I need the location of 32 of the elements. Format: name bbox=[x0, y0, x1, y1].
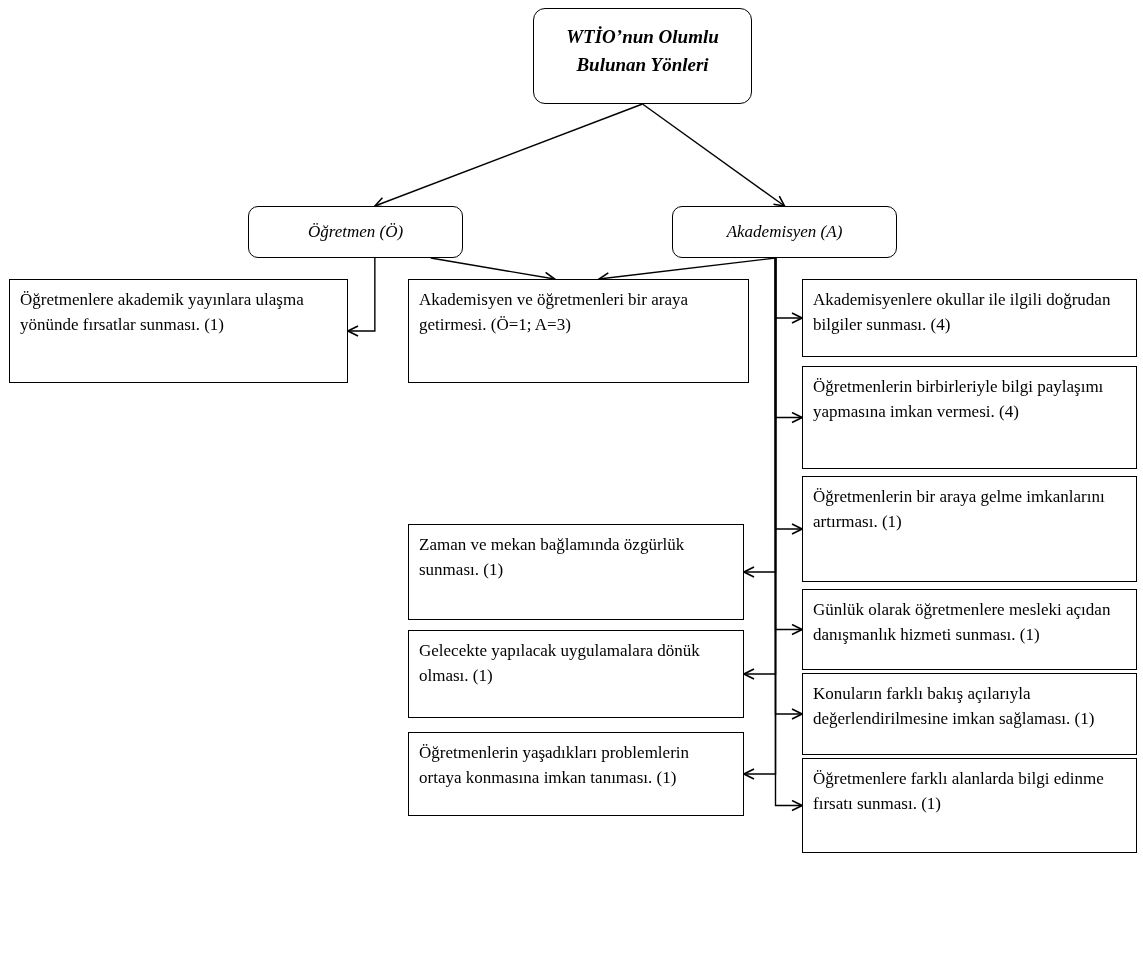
category-box bbox=[672, 206, 897, 258]
text-box bbox=[802, 279, 1137, 357]
text-box bbox=[408, 279, 749, 383]
arrow bbox=[347, 257, 376, 337]
text-box bbox=[408, 732, 744, 816]
node-text: Öğretmenlere farklı alanlarda bilgi edinme fırsatı sunması. (1) bbox=[813, 768, 1105, 815]
text-box bbox=[802, 589, 1137, 670]
node-text: Konuların farklı bakış açılarıyla değerlendirilmesine imkan sağlaması. (1) bbox=[813, 683, 1096, 730]
node-text: Öğretmenlere akademik yayınlara ulaşma yönünde fırsatlar sunması. (1) bbox=[20, 289, 305, 336]
node-text: Öğretmenlerin bir araya gelme imkanlarını artırması. (1) bbox=[813, 486, 1106, 533]
node-text: Akademisyenlere okullar ile ilgili doğrudan bilgiler sunması. (4) bbox=[813, 289, 1112, 336]
arrow bbox=[374, 103, 644, 208]
text-box bbox=[802, 758, 1137, 853]
arrow bbox=[774, 257, 803, 812]
text-box bbox=[408, 630, 744, 718]
text-box bbox=[802, 673, 1137, 755]
node-text: Akademisyen (A) bbox=[725, 221, 844, 243]
arrow bbox=[641, 103, 786, 207]
node-text: Öğretmenlerin birbirleriyle bilgi paylaşımı yapmasına imkan vermesi. (4) bbox=[813, 376, 1105, 423]
node-text: Zaman ve mekan bağlamında özgürlük sunması. (1) bbox=[419, 534, 686, 581]
category-box bbox=[248, 206, 463, 258]
text-box bbox=[408, 524, 744, 620]
text-box bbox=[802, 366, 1137, 469]
node-text: WTİO’nun Olumlu Bulunan Yönleri bbox=[565, 25, 720, 77]
node-text: Öğretmen (Ö) bbox=[306, 221, 405, 243]
text-box bbox=[9, 279, 348, 383]
title-box bbox=[533, 8, 752, 104]
node-text: Akademisyen ve öğretmenleri bir araya getirmesi. (Ö=1; A=3) bbox=[419, 289, 690, 336]
node-text: Günlük olarak öğretmenlere mesleki açıdan danışmanlık hizmeti sunması. (1) bbox=[813, 599, 1112, 646]
text-box bbox=[802, 476, 1137, 582]
node-text: Öğretmenlerin yaşadıkları problemlerin ortaya konmasına imkan tanıması. (1) bbox=[419, 742, 691, 789]
node-text: Gelecekte yapılacak uygulamalara dönük olması. (1) bbox=[419, 640, 701, 687]
